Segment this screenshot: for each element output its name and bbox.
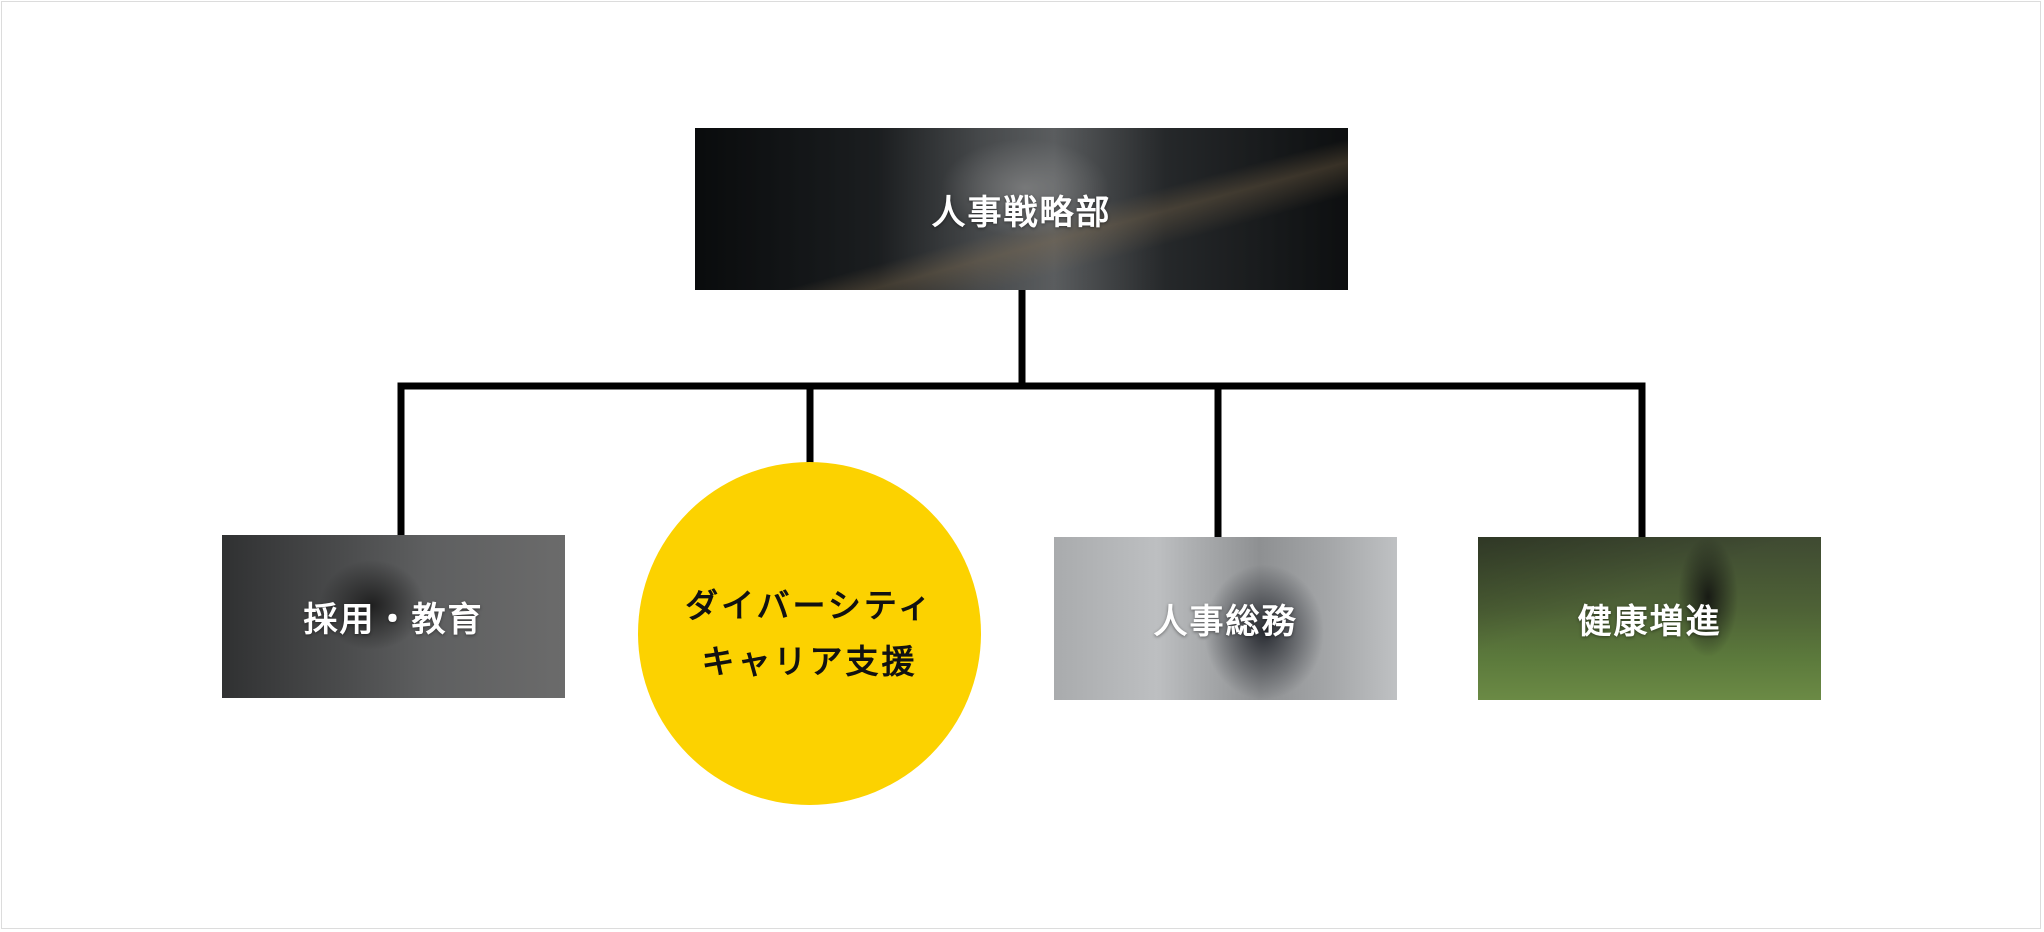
node-hr-strategy: 人事戦略部 — [695, 128, 1348, 290]
node-label: 採用・教育 — [303, 600, 484, 640]
node-label: 人事戦略部 — [931, 192, 1112, 233]
node-label-line1: ダイバーシティ — [685, 585, 934, 625]
business-person-photo — [222, 535, 565, 698]
node-label: 人事総務 — [1153, 602, 1298, 642]
runners-photo — [1478, 537, 1821, 700]
office-worker-photo — [1054, 537, 1397, 700]
node-hr-general-affairs: 人事総務 — [1054, 537, 1397, 700]
node-diversity-career: ダイバーシティ キャリア支援 — [638, 462, 981, 805]
meeting-photo — [695, 128, 1348, 290]
node-label: 健康増進 — [1577, 602, 1722, 642]
node-label-line2: キャリア支援 — [701, 641, 918, 681]
node-recruitment-education: 採用・教育 — [222, 535, 565, 698]
node-health-promotion: 健康増進 — [1478, 537, 1821, 700]
